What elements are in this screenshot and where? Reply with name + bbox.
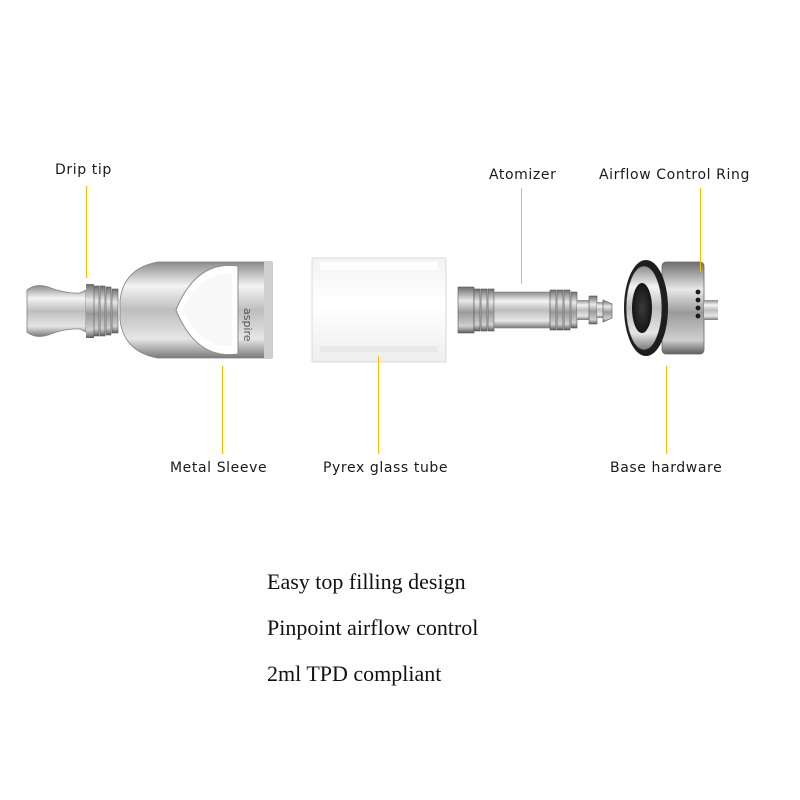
metal-sleeve-label: Metal Sleeve xyxy=(170,460,268,476)
base-hardware-label: Base hardware xyxy=(610,460,723,476)
base-hardware-part xyxy=(624,260,718,356)
feature-item: Pinpoint airflow control xyxy=(267,615,479,640)
feature-item: Easy top filling design xyxy=(267,569,466,594)
drip-tip-leader xyxy=(86,186,87,278)
pyrex-tube-label: Pyrex glass tube xyxy=(323,460,449,476)
base-hardware-leader xyxy=(666,366,667,454)
airflow-ring-leader xyxy=(700,188,701,272)
atomizer-label: Atomizer xyxy=(489,167,557,183)
feature-list: Easy top filling design Pinpoint airflow… xyxy=(267,563,478,701)
airflow-ring-label: Airflow Control Ring xyxy=(599,167,750,183)
pyrex-tube-leader xyxy=(378,356,379,454)
atomizer-leader xyxy=(521,188,522,284)
drip-tip-label: Drip tip xyxy=(55,162,112,178)
feature-item: 2ml TPD compliant xyxy=(267,661,442,686)
atomizer-part xyxy=(457,286,613,334)
brand-engraving: aspire xyxy=(241,308,254,342)
metal-sleeve-part: aspire xyxy=(119,261,273,359)
drip-tip-part xyxy=(26,284,119,338)
metal-sleeve-leader xyxy=(222,366,223,454)
pyrex-tube-part xyxy=(311,257,447,363)
